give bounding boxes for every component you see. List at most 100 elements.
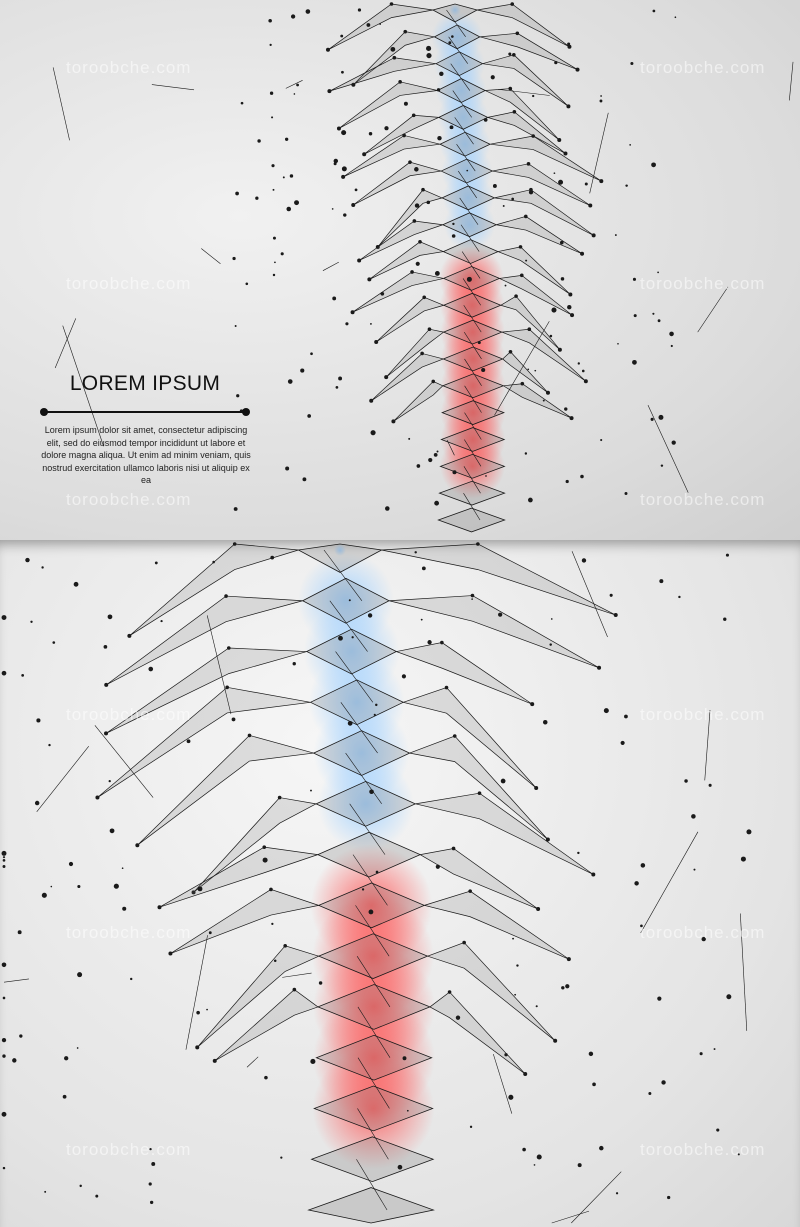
connector-line	[349, 803, 386, 855]
particle-dot	[528, 190, 534, 195]
particle-dot	[408, 437, 411, 440]
particle-dot	[434, 500, 440, 506]
connector-line	[457, 170, 477, 199]
particle-dot	[370, 430, 376, 436]
particle-dot	[490, 75, 495, 80]
connector-line	[357, 1108, 389, 1160]
particle-dot	[103, 644, 108, 649]
wire-line	[571, 1171, 622, 1224]
vertebra	[441, 400, 505, 425]
particle-dot	[368, 132, 373, 136]
wire-line	[704, 710, 711, 781]
particle-dot	[550, 618, 553, 620]
particle-dot	[477, 341, 481, 345]
node-dot	[452, 734, 457, 738]
particle-dot	[335, 386, 339, 389]
particle-dot	[625, 184, 628, 187]
particle-dot	[504, 1053, 508, 1057]
connector-line	[329, 600, 368, 652]
rib	[377, 189, 444, 248]
particle-dot	[300, 368, 305, 373]
connector-line	[456, 144, 476, 172]
node-dot	[512, 110, 517, 114]
wire-line	[3, 978, 29, 983]
node-dot	[350, 310, 355, 315]
particle-dot	[333, 158, 339, 164]
particle-dot	[234, 325, 237, 327]
node-dot	[418, 239, 422, 244]
node-dot	[557, 347, 562, 352]
particle-dot	[77, 972, 83, 978]
wire-line	[322, 261, 339, 271]
node-dot	[553, 1038, 558, 1043]
vertebra	[440, 427, 506, 452]
particle-dot	[567, 305, 572, 310]
particle-dot	[379, 23, 382, 25]
connector-line	[335, 651, 374, 703]
particle-dot	[2, 1166, 6, 1170]
particle-dot	[12, 1058, 17, 1063]
particle-dot	[197, 886, 203, 892]
rib	[502, 383, 572, 419]
particle-dot	[674, 16, 677, 19]
watermark: toroobche.com	[66, 1140, 192, 1159]
particle-dot	[500, 778, 506, 784]
rib	[358, 220, 443, 261]
particle-dot	[232, 256, 236, 261]
particle-dot	[367, 613, 373, 618]
particle-dot	[615, 1192, 619, 1195]
node-dot	[384, 375, 389, 380]
connector-line	[357, 1057, 390, 1109]
particle-dot	[269, 43, 272, 47]
connector-line	[356, 1159, 388, 1211]
node-dot	[104, 731, 109, 736]
particle-dot	[492, 184, 497, 188]
particle-dot	[542, 399, 545, 402]
rib	[501, 328, 587, 382]
connector-line	[463, 493, 481, 521]
connector-line	[459, 197, 479, 225]
wire-line	[493, 1053, 513, 1114]
particle-dot	[318, 981, 323, 985]
particle-dot	[558, 179, 564, 185]
node-dot	[351, 202, 356, 207]
particle-dot	[272, 188, 275, 191]
rib	[498, 274, 573, 316]
particle-dot	[257, 139, 261, 143]
particle-dot	[68, 861, 74, 867]
particle-dot	[64, 1056, 69, 1061]
node-dot	[545, 837, 550, 842]
node-dot	[575, 67, 580, 72]
particle-dot	[603, 708, 609, 714]
node-dot	[591, 872, 596, 877]
particle-dot	[522, 1147, 526, 1152]
node-dot	[325, 47, 330, 52]
headline: LOREM IPSUM	[69, 372, 221, 395]
particle-dot	[652, 312, 655, 315]
watermark: toroobche.com	[66, 274, 192, 293]
particle-dot	[373, 713, 376, 716]
particle-dot	[17, 930, 22, 935]
particle-dot	[338, 635, 343, 641]
spine-wireframe-closeup	[1, 542, 752, 1224]
particle-dot	[560, 277, 565, 281]
particle-dot	[716, 1128, 720, 1132]
particle-dot	[310, 1058, 316, 1065]
particle-dot	[567, 42, 571, 46]
particle-dot	[659, 579, 664, 584]
particle-dot	[536, 1154, 542, 1160]
particle-dot	[1, 850, 7, 856]
node-dot	[421, 187, 425, 192]
particle-dot	[269, 91, 274, 95]
connector-line	[461, 251, 481, 279]
particle-dot	[577, 362, 580, 365]
rib	[393, 381, 444, 422]
particle-dot	[390, 46, 396, 52]
connector-line	[463, 331, 482, 360]
node-dot	[527, 327, 532, 332]
node-dot	[566, 104, 571, 109]
particle-dot	[609, 593, 613, 597]
wire-line	[206, 615, 232, 715]
particle-dot	[584, 182, 588, 186]
particle-dot	[737, 1153, 740, 1156]
